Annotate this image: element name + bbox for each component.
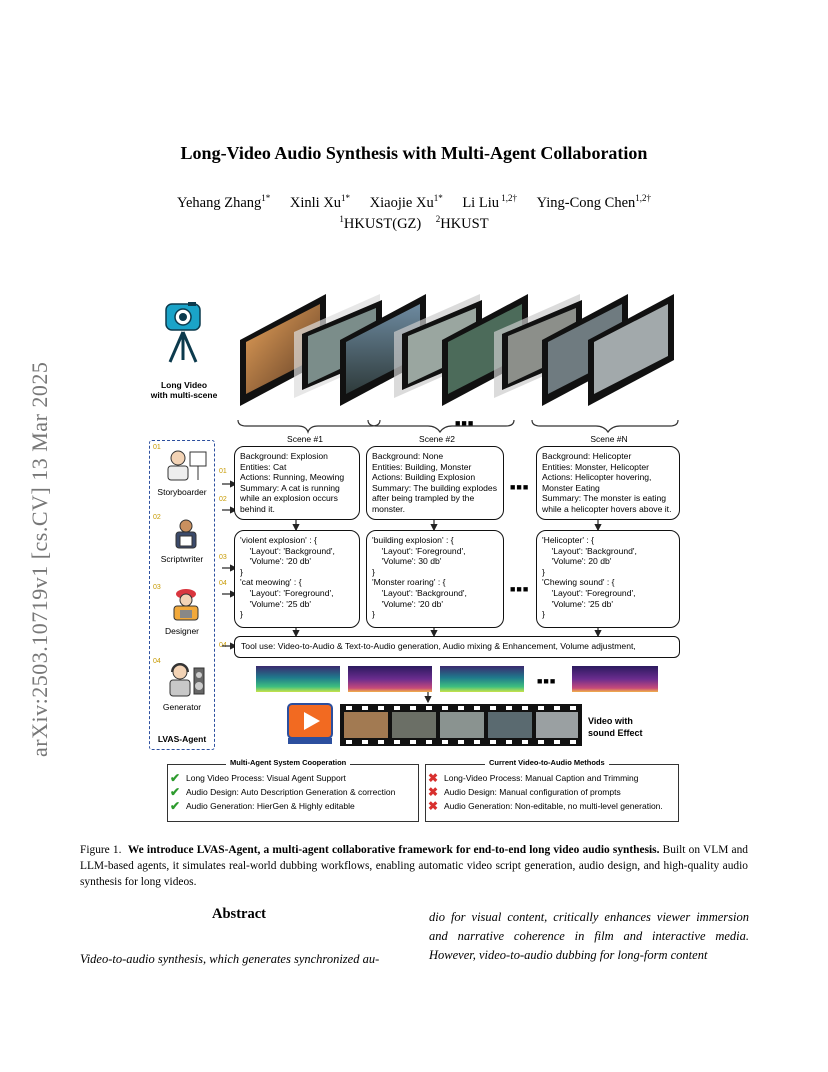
legend-multi-agent: ✔Long Video Process: Visual Agent Suppor…	[167, 764, 419, 822]
more-frames-dots: ■■■	[455, 418, 475, 428]
affiliations: 1HKUST(GZ) 2HKUST	[339, 214, 489, 232]
step-marker: 01	[219, 468, 227, 475]
more-scenes-dots: ■■■	[510, 584, 530, 594]
scene-label: Scene #1	[287, 434, 323, 444]
role-label: Scriptwriter	[160, 554, 204, 564]
author: Li Liu 1,2†	[462, 193, 517, 211]
step-marker: 04	[219, 580, 227, 587]
author: Xinli Xu1*	[289, 193, 351, 211]
output-film-strip	[340, 704, 582, 746]
legend-item: ✔Audio Generation: HierGen & Highly edit…	[170, 799, 355, 813]
step-marker: 02	[219, 496, 227, 503]
legend-item: ✖Long-Video Process: Manual Caption and …	[428, 771, 639, 785]
abstract-right-column: dio for visual content, critically enhan…	[429, 910, 749, 962]
storyboard-box: Background: Helicopter Entities: Monster…	[536, 446, 680, 520]
storyboard-box: Background: None Entities: Building, Mon…	[366, 446, 504, 520]
scene-braces	[237, 419, 679, 434]
storyboard-box: Background: Explosion Entities: Cat Acti…	[234, 446, 360, 520]
script-box: 'Helicopter' : { 'Layout': 'Background',…	[536, 530, 680, 628]
abstract-heading: Abstract	[212, 906, 266, 922]
figure-caption: Figure 1. We introduce LVAS-Agent, a mul…	[80, 844, 748, 888]
spectrograms	[256, 666, 658, 692]
play-icon	[287, 703, 333, 744]
more-audio-dots: ■■■	[537, 676, 557, 686]
author: Ying-Cong Chen1,2†	[536, 193, 652, 211]
legend-item: ✔Audio Design: Auto Description Generati…	[170, 785, 396, 799]
agent-label: LVAS-Agent	[157, 734, 207, 744]
scriptwriter-icon	[175, 519, 197, 549]
author: Yehang Zhang1*	[176, 193, 271, 211]
role-badge: 03	[153, 584, 161, 591]
legend-item: ✔Long Video Process: Visual Agent Suppor…	[170, 771, 346, 785]
check-icon: ✔	[170, 799, 181, 813]
role-badge: 02	[153, 514, 161, 521]
author: Xiaojie Xu1*	[369, 193, 443, 211]
legend-item: ✖Audio Generation: Non-editable, no mult…	[428, 799, 663, 813]
step-marker: 03	[219, 554, 227, 561]
legend-current-methods: ✖Long-Video Process: Manual Caption and …	[425, 764, 679, 822]
designer-icon	[173, 589, 199, 621]
role-badge: 01	[153, 444, 161, 451]
abstract-left-column: Video-to-audio synthesis, which generate…	[80, 952, 380, 966]
storyboarder-icon	[167, 450, 207, 481]
cross-icon: ✖	[428, 785, 439, 799]
paper-title: Long-Video Audio Synthesis with Multi-Ag…	[180, 143, 648, 163]
check-icon: ✔	[170, 771, 181, 785]
cross-icon: ✖	[428, 771, 439, 785]
script-box: 'building explosion' : { 'Layout': 'Fore…	[366, 530, 504, 628]
tool-use-bar: Tool use: Video-to-Audio & Text-to-Audio…	[234, 636, 680, 658]
cross-icon: ✖	[428, 799, 439, 813]
generator-icon	[169, 663, 205, 697]
scene-label: Scene #2	[419, 434, 455, 444]
author-list: Yehang Zhang1* Xinli Xu1* Xiaojie Xu1* L…	[0, 193, 828, 212]
more-scenes-dots: ■■■	[510, 482, 530, 492]
lvas-agent-panel	[149, 440, 215, 750]
role-label: Generator	[162, 702, 202, 712]
role-label: Storyboarder	[157, 487, 207, 497]
script-box: 'violent explosion' : { 'Layout': 'Backg…	[234, 530, 360, 628]
camera-tripod-icon	[165, 302, 201, 363]
check-icon: ✔	[170, 785, 181, 799]
legend-title: Multi-Agent System Cooperation	[226, 758, 351, 767]
scene-label: Scene #N	[590, 434, 628, 444]
legend-title: Current Video-to-Audio Methods	[485, 758, 609, 767]
role-label: Designer	[164, 626, 200, 636]
role-badge: 04	[153, 658, 161, 665]
legend-item: ✖Audio Design: Manual configuration of p…	[428, 785, 621, 799]
film-strip	[240, 294, 674, 406]
